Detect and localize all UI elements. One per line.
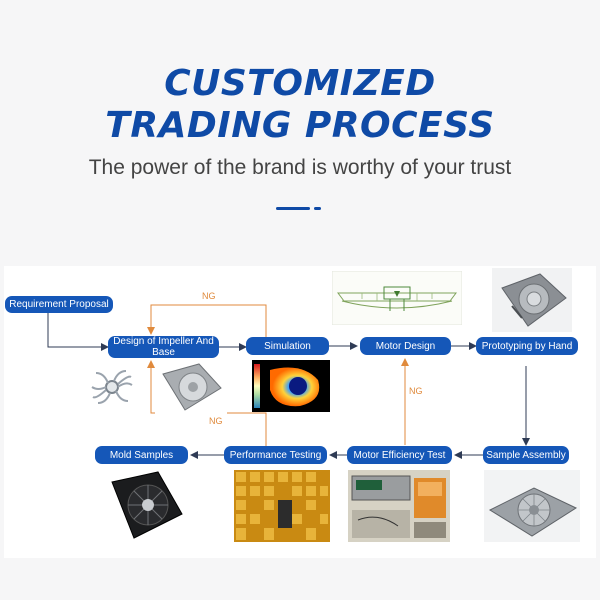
ng-label-bottom: NG	[209, 416, 223, 426]
page-subtitle: The power of the brand is worthy of your…	[88, 156, 512, 179]
node-performance-testing: Performance Testing	[224, 446, 327, 464]
performance-chamber-image	[234, 470, 330, 542]
title-underline	[276, 207, 310, 210]
simulation-heatmap-image	[252, 360, 330, 412]
node-motor-design: Motor Design	[360, 337, 451, 355]
ng-loop-top	[147, 304, 267, 338]
impeller-image	[84, 361, 140, 413]
sample-assembly-image	[484, 470, 580, 542]
efficiency-test-equipment-image	[348, 470, 450, 542]
prototype-fan-image	[492, 268, 572, 332]
ng-label-right: NG	[409, 386, 423, 396]
node-prototyping-by-hand: Prototyping by Hand	[476, 337, 578, 355]
page-title-line2: TRADING PROCESS	[105, 105, 495, 146]
motor-design-drawing	[332, 271, 462, 325]
node-mold-samples: Mold Samples	[95, 446, 188, 464]
title-underline-dot	[314, 207, 321, 210]
node-requirement-proposal: Requirement Proposal	[5, 296, 113, 313]
arrow-requirement-to-design	[47, 313, 109, 351]
node-motor-efficiency-test: Motor Efficiency Test	[347, 446, 452, 464]
fan-base-image	[155, 360, 227, 414]
node-simulation: Simulation	[246, 337, 329, 355]
mold-sample-image	[104, 468, 188, 542]
node-sample-assembly: Sample Assembly	[483, 446, 569, 464]
page-title-line1: CUSTOMIZED	[164, 63, 436, 104]
node-design-impeller-base: Design of Impeller And Base	[108, 336, 219, 358]
ng-label-top: NG	[202, 291, 216, 301]
